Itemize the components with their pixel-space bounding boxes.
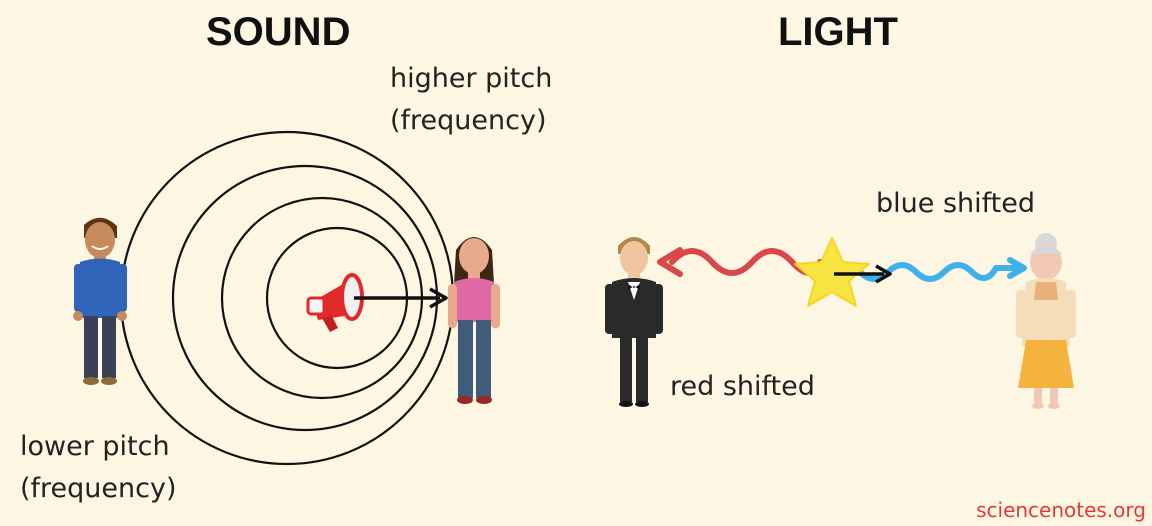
lower-pitch-line1: lower pitch — [20, 431, 170, 462]
red-shift-wave — [657, 247, 823, 277]
observer-man-suit — [605, 237, 663, 407]
higher-pitch-line1: higher pitch — [390, 63, 553, 94]
source-credit: sciencenotes.org — [976, 498, 1146, 522]
sound-direction-arrow — [354, 287, 448, 309]
star-icon — [794, 237, 870, 307]
light-direction-arrow — [834, 264, 892, 284]
higher-pitch-line2: (frequency) — [390, 105, 547, 136]
red-shifted-label: red shifted — [670, 371, 815, 402]
light-heading: LIGHT — [778, 10, 898, 54]
blue-shift-wave — [857, 257, 1027, 282]
higher-pitch-label: higher pitch (frequency) — [390, 58, 552, 142]
blue-shifted-label: blue shifted — [876, 188, 1035, 219]
observer-woman-right — [448, 237, 500, 404]
megaphone-icon — [306, 273, 364, 332]
observer-old-woman — [1016, 233, 1076, 409]
sound-heading: SOUND — [206, 10, 351, 54]
observer-man-left — [73, 217, 127, 385]
lower-pitch-line2: (frequency) — [20, 473, 177, 504]
lower-pitch-label: lower pitch (frequency) — [20, 426, 177, 510]
